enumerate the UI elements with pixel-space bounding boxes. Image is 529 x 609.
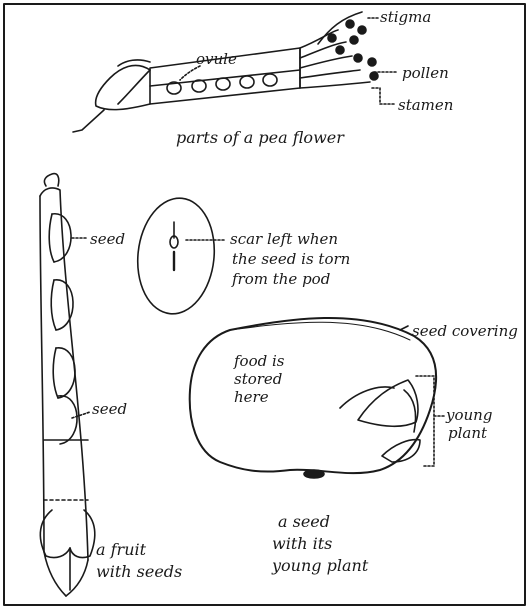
- pea-pod: [40, 174, 95, 596]
- label-food-line1: food is: [234, 352, 284, 370]
- label-young-line1: young: [446, 406, 492, 424]
- label-food-line3: here: [234, 388, 269, 406]
- label-stigma: stigma: [380, 8, 431, 26]
- caption-fruit-line1: a fruit: [96, 540, 146, 559]
- caption-seed-line3: young plant: [272, 556, 368, 575]
- label-food-line2: stored: [234, 370, 282, 388]
- label-seed-covering: seed covering: [412, 322, 518, 340]
- label-scar-line1: scar left when: [230, 230, 338, 248]
- caption-pea-flower: parts of a pea flower: [176, 128, 344, 147]
- label-scar-line3: from the pod: [232, 270, 330, 288]
- label-ovule: ovule: [196, 50, 237, 68]
- pea-flower: [73, 12, 398, 132]
- label-young-line2: plant: [448, 424, 487, 442]
- label-seed-top: seed: [90, 230, 125, 248]
- caption-seed-line2: with its: [272, 534, 332, 553]
- caption-seed-line1: a seed: [278, 512, 330, 531]
- seed-side-view: [132, 194, 226, 317]
- frame-border: [4, 4, 525, 605]
- label-stamen: stamen: [398, 96, 453, 114]
- label-pollen: pollen: [402, 64, 449, 82]
- seed-cross-section: [190, 318, 444, 478]
- caption-fruit-line2: with seeds: [96, 562, 182, 581]
- label-seed-bottom: seed: [92, 400, 127, 418]
- label-scar-line2: the seed is torn: [232, 250, 350, 268]
